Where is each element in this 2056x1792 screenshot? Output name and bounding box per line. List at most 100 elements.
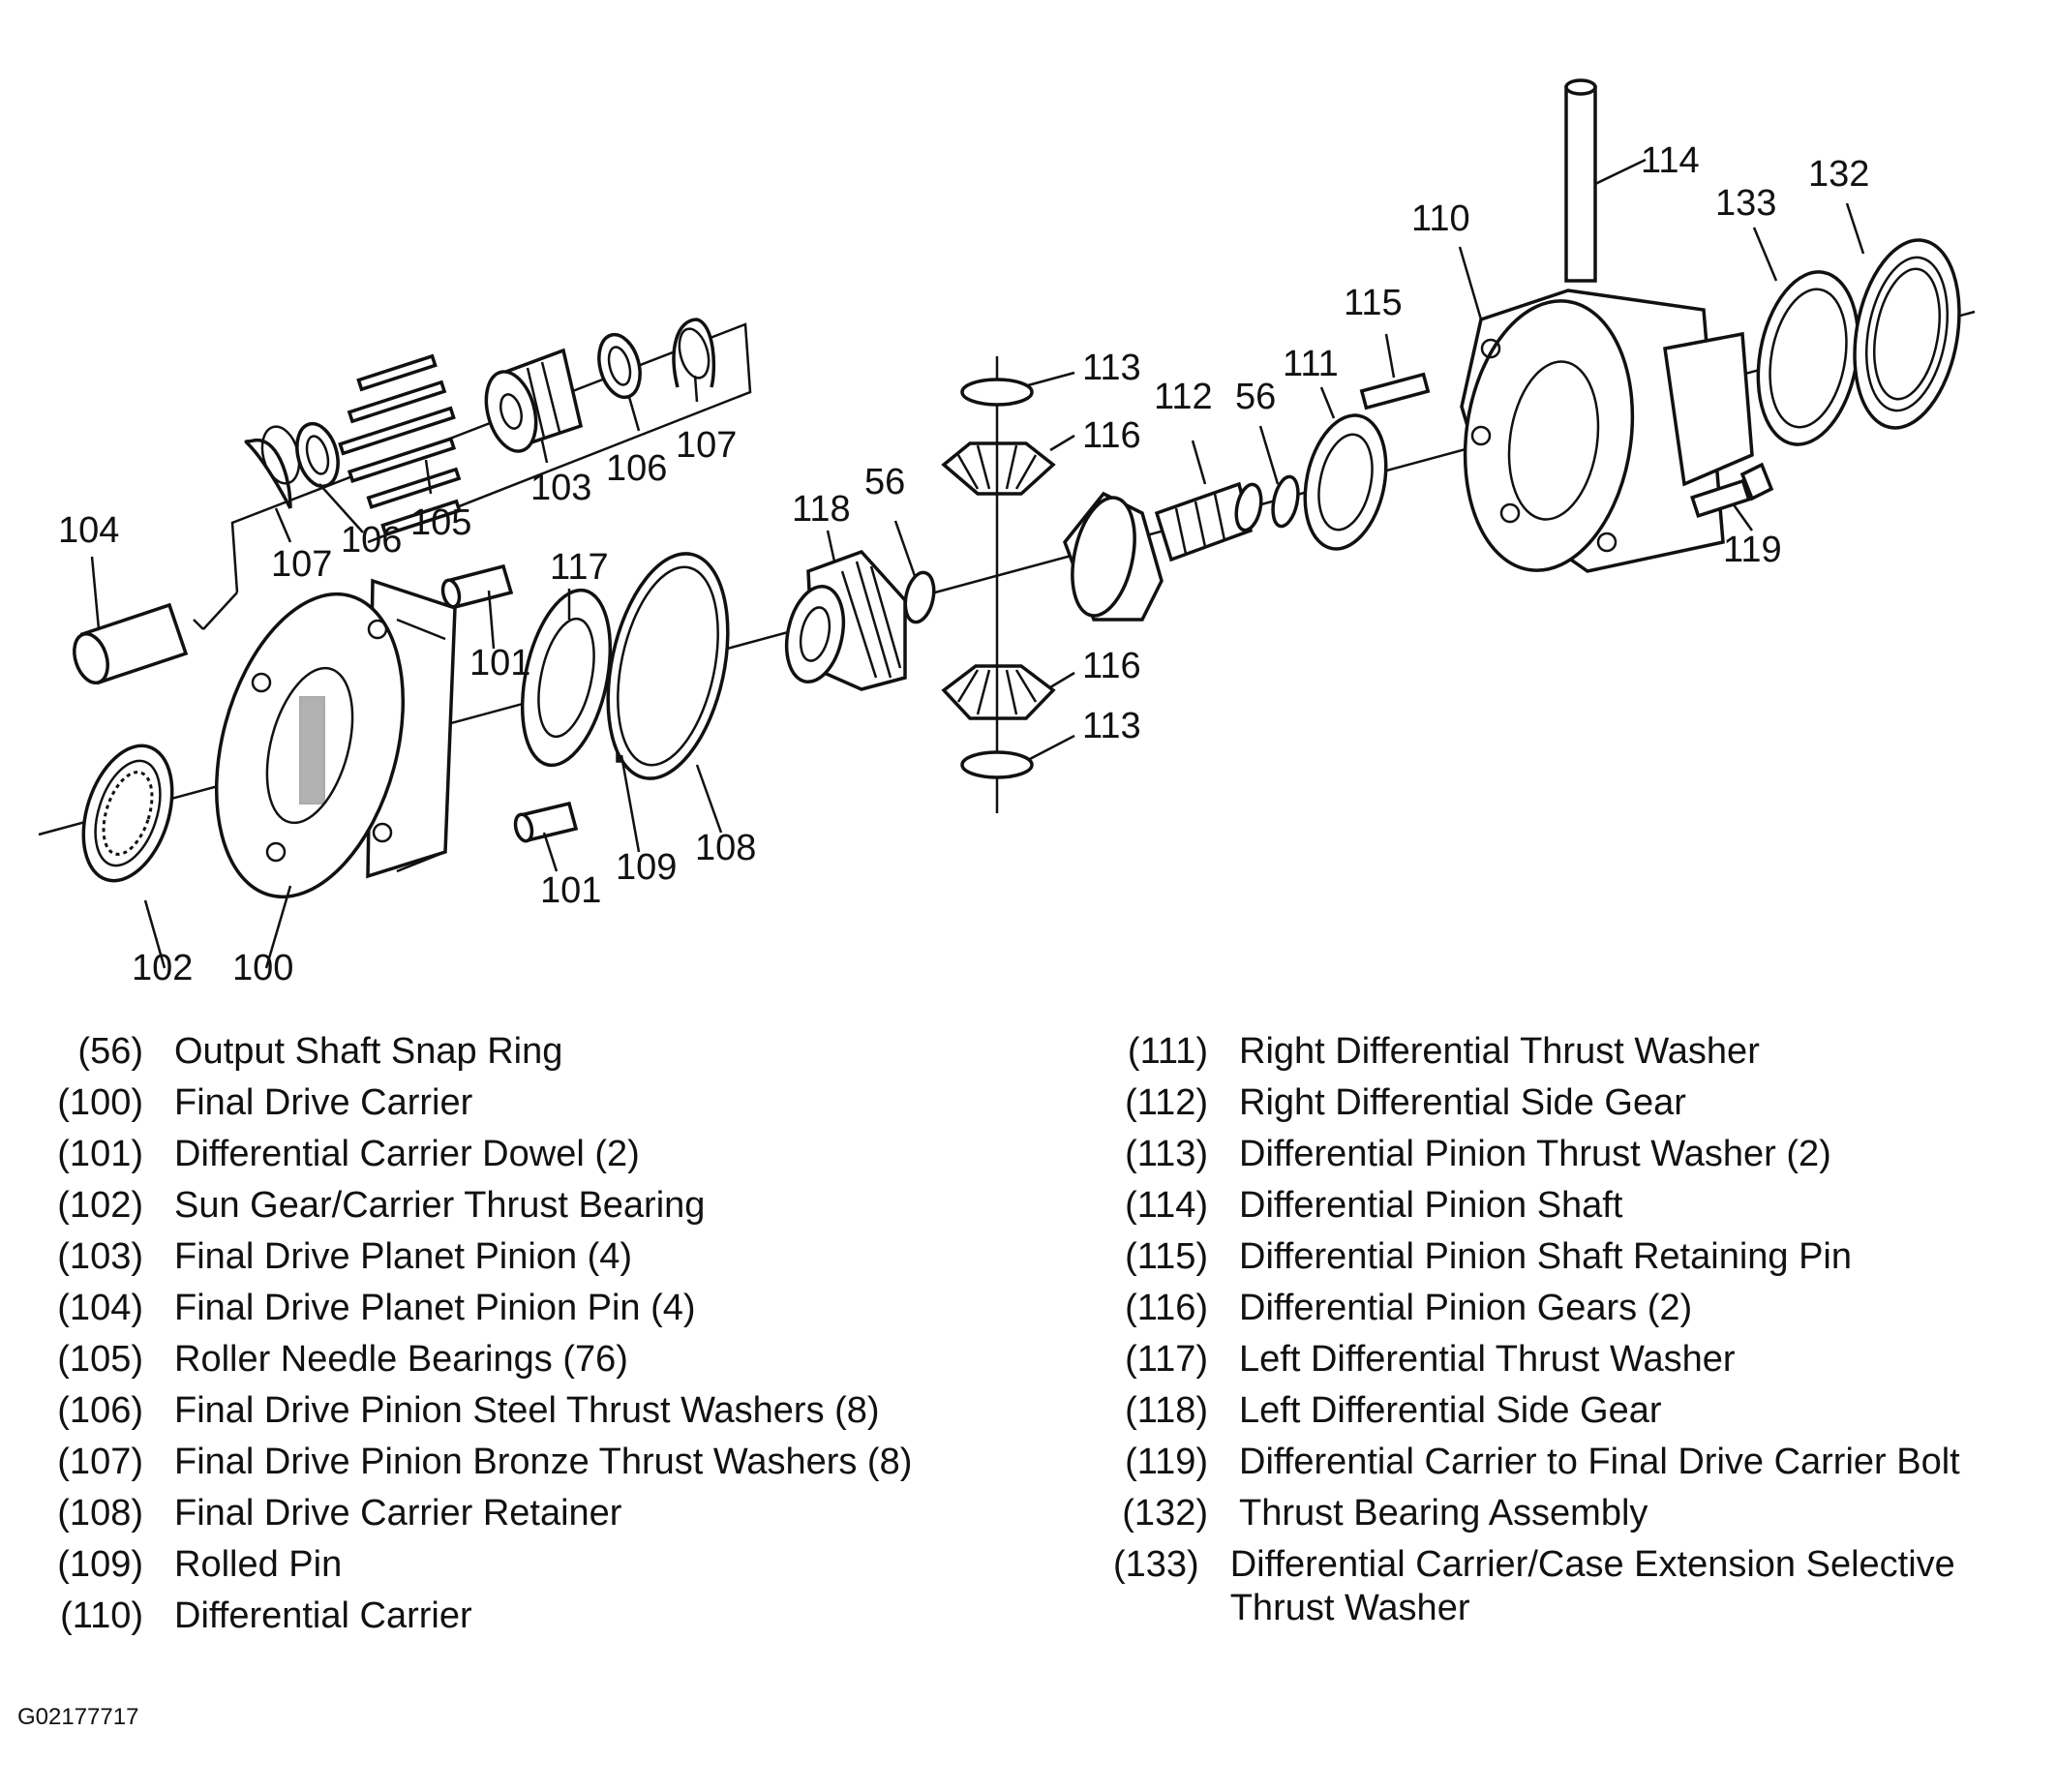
legend-item-text: Output Shaft Snap Ring [174,1031,563,1072]
legend-item: (104) Final Drive Planet Pinion Pin (4) [48,1283,1065,1334]
callout-102: 102 [132,948,193,988]
part-110-differential-carrier [1460,289,1754,573]
legend-item-number: (118) [1125,1390,1208,1431]
planet-group-bracket [230,322,752,593]
callout-111: 111 [1283,344,1339,384]
legend-right-column: (111)Right Differential Thrust Washer(11… [1113,1026,2042,1630]
callout-118: 118 [792,489,851,530]
exploded-view-diagram: 102 100 104 107 106 105 103 106 107 117 … [38,78,1976,988]
legend-item-text: Roller Needle Bearings (76) [174,1339,628,1380]
legend-item-number: (116) [1125,1288,1208,1328]
part-100-final-drive-carrier [214,578,457,899]
callout-114: 114 [1641,140,1700,181]
part-108-carrier-retainer [606,552,730,780]
legend-item-text: Differential Carrier [174,1595,472,1636]
part-113-pinion-washer-top [960,378,1034,407]
callout-109: 109 [616,847,677,888]
legend-item: (132) Thrust Bearing Assembly [1113,1488,2042,1539]
legend-item: (117) Left Differential Thrust Washer [1113,1334,2042,1385]
legend-item: (109) Rolled Pin [48,1539,1065,1591]
legend-item-text: Final Drive Carrier Retainer [174,1493,622,1534]
part-102-thrust-bearing [81,744,174,883]
part-119-carrier-bolt [1690,462,1774,519]
legend-item: (118) Left Differential Side Gear [1113,1385,2042,1437]
legend-item-text: Right Differential Side Gear [1239,1082,1686,1123]
legend-item: (114)Differential Pinion Shaft [1113,1180,2042,1231]
legend-item: (56) Output Shaft Snap Ring [48,1026,1065,1078]
callout-113-bottom: 113 [1082,706,1141,746]
part-133-selective-thrust-washer [1756,270,1860,446]
legend-item-text: Differential Carrier to Final Drive Carr… [1239,1442,1960,1482]
callout-107-left: 107 [271,544,332,585]
part-101-dowel-lower [513,801,579,843]
part-105-roller-needle-bearings [338,353,462,537]
legend-item-text: Rolled Pin [174,1544,343,1585]
part-117-left-thrust-washer [520,588,613,768]
legend-item-text: Left Differential Side Gear [1239,1390,1662,1431]
part-107-bronze-washer-left [244,425,301,509]
legend-item-text: Final Drive Planet Pinion (4) [174,1236,633,1277]
callout-106-right: 106 [606,448,667,489]
callout-112: 112 [1154,377,1213,417]
legend-item-text: Differential Pinion Thrust Washer (2) [1239,1134,1831,1174]
callout-101-lower: 101 [540,870,601,911]
part-107-bronze-washer-right [672,318,716,388]
callout-119: 119 [1723,530,1782,570]
callout-101-upper: 101 [469,643,530,683]
legend-item-text: Left Differential Thrust Washer [1239,1339,1736,1380]
legend-item-number: (109) [57,1544,143,1585]
part-116-pinion-gear-bottom [941,664,1056,720]
legend-item: (102) Sun Gear/Carrier Thrust Bearing [48,1180,1065,1231]
legend-item-text: Sun Gear/Carrier Thrust Bearing [174,1185,706,1226]
legend-item: (119)Differential Carrier to Final Drive… [1113,1437,2042,1488]
callout-110: 110 [1411,198,1470,239]
part-104-planet-pinion-pin [73,602,189,685]
legend-item-number: (117) [1125,1339,1208,1380]
legend-item-number: (112) [1125,1082,1208,1123]
legend-item: (106)Final Drive Pinion Steel Thrust Was… [48,1385,1065,1437]
legend-item-text: Differential Pinion Shaft Retaining Pin [1239,1236,1853,1277]
legend-item-number: (107) [57,1442,143,1482]
legend-item-number: (133) [1113,1544,1199,1585]
legend-item-number: (108) [57,1493,143,1534]
callout-104: 104 [58,510,119,551]
callout-labels: 102 100 104 107 106 105 103 106 107 117 … [58,140,1869,988]
part-101-dowel-upper [440,563,514,610]
callout-116-bottom: 116 [1082,646,1141,686]
legend-item-number: (113) [1125,1134,1208,1174]
legend-item-number: (115) [1125,1236,1208,1277]
legend-item-number: (56) [77,1031,143,1072]
legend-item-text: Final Drive Planet Pinion Pin (4) [174,1288,696,1328]
figure-id: G02177717 [17,1704,139,1730]
callout-115: 115 [1344,283,1403,323]
legend-item-number: (110) [60,1595,143,1636]
callout-106-left: 106 [341,520,402,561]
leader-lines [90,158,1865,969]
legend-item-number: (132) [1122,1493,1208,1534]
callout-56-left: 56 [864,462,905,502]
legend-item-number: (104) [57,1288,143,1328]
part-111-right-thrust-washer [1303,413,1388,551]
part-114-pinion-shaft [1564,78,1597,283]
legend-item-text: Differential Carrier/Case Extension Sele… [1229,1544,1955,1628]
legend-item: (113) Differential Pinion Thrust Washer (… [1113,1129,2042,1180]
legend-item-text: Differential Pinion Gears (2) [1239,1288,1693,1328]
callout-105: 105 [410,502,471,543]
callout-132: 132 [1808,154,1869,195]
part-103-planet-pinion [484,348,584,453]
legend-item: (107)Final Drive Pinion Bronze Thrust Wa… [48,1437,1065,1488]
legend-item-text: Differential Carrier Dowel (2) [174,1134,640,1174]
legend-item: (100)Final Drive Carrier [48,1078,1065,1129]
legend-item-number: (102) [57,1185,143,1226]
legend-item-text: Thrust Bearing Assembly [1239,1493,1648,1534]
legend-item: (110) Differential Carrier [48,1591,1065,1642]
legend-item-text: Final Drive Pinion Steel Thrust Washers … [174,1390,880,1431]
legend-item: (133) Differential Carrier/Case Extension… [1113,1539,2042,1630]
legend-item-number: (103) [57,1236,143,1277]
part-115-retaining-pin [1359,372,1431,410]
part-106-steel-washer-left [295,421,340,489]
part-116-pinion-gear-top [941,441,1056,496]
legend-item: (112) Right Differential Side Gear [1113,1078,2042,1129]
callout-107-right: 107 [676,425,737,466]
callout-117: 117 [550,547,609,588]
